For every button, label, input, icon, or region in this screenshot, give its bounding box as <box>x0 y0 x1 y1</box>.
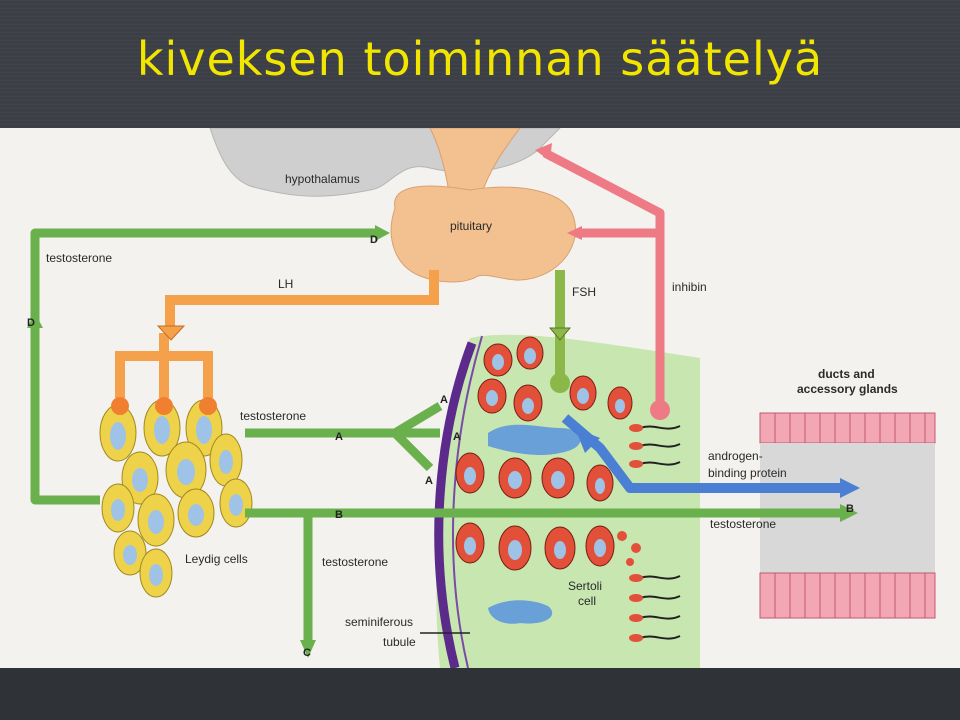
testosterone-pathways <box>30 228 850 646</box>
arrow-b-end <box>840 504 858 522</box>
label-leydig-cells: Leydig cells <box>185 552 248 566</box>
label-accessory-glands: accessory glands <box>797 382 898 396</box>
label-ducts: ducts and <box>818 367 875 381</box>
marker-c-end: C <box>303 647 311 659</box>
marker-a-up: A <box>440 394 448 406</box>
sertoli-blob-bottom <box>488 600 553 624</box>
tubule-region <box>436 334 700 668</box>
label-testosterone-leydig: testosterone <box>240 409 306 423</box>
label-binding-protein: binding protein <box>708 466 787 480</box>
arrow-c-end <box>300 640 316 658</box>
basement-membrane <box>434 341 477 668</box>
marker-b-main: B <box>335 509 343 521</box>
bottom-bar <box>0 668 960 720</box>
duct-epithelium-top <box>759 412 936 444</box>
marker-a-main: A <box>335 431 343 443</box>
sertoli-blob-top <box>488 424 581 456</box>
germ-cells <box>455 336 641 571</box>
marker-b-end: B <box>846 503 854 515</box>
label-testosterone-feedback: testosterone <box>46 251 112 265</box>
inhibin-pathway <box>542 149 665 403</box>
leydig-cells <box>99 399 253 598</box>
label-lh: LH <box>278 277 293 291</box>
label-inhibin: inhibin <box>672 280 707 294</box>
pituitary-gland <box>390 185 576 283</box>
slide-title: kiveksen toiminnan säätelyä <box>136 32 824 86</box>
label-hypothalamus: hypothalamus <box>285 172 360 186</box>
lh-pathway <box>115 270 439 398</box>
marker-d-pituitary: D <box>370 234 378 246</box>
spermatids <box>639 425 681 640</box>
marker-a-mid: A <box>453 431 461 443</box>
label-androgen: androgen- <box>708 449 763 463</box>
label-cell: cell <box>578 594 596 608</box>
duct-epithelium-bottom <box>759 572 936 619</box>
label-sertoli: Sertoli <box>568 579 602 593</box>
diagram-figure: hypothalamus pituitary LH FSH inhibin te… <box>0 128 960 668</box>
label-seminiferous: seminiferous <box>345 615 413 629</box>
label-pituitary: pituitary <box>450 219 492 233</box>
marker-a-down: A <box>425 475 433 487</box>
label-testosterone-lower: testosterone <box>322 555 388 569</box>
label-tubule: tubule <box>383 635 416 649</box>
diagram-svg: hypothalamus pituitary LH FSH inhibin te… <box>27 128 936 668</box>
label-fsh: FSH <box>572 285 596 299</box>
label-testosterone-duct: testosterone <box>710 517 776 531</box>
arrow-d-left <box>27 313 43 328</box>
arrow-d-pituitary <box>375 225 390 241</box>
marker-d-left: D <box>27 317 35 329</box>
